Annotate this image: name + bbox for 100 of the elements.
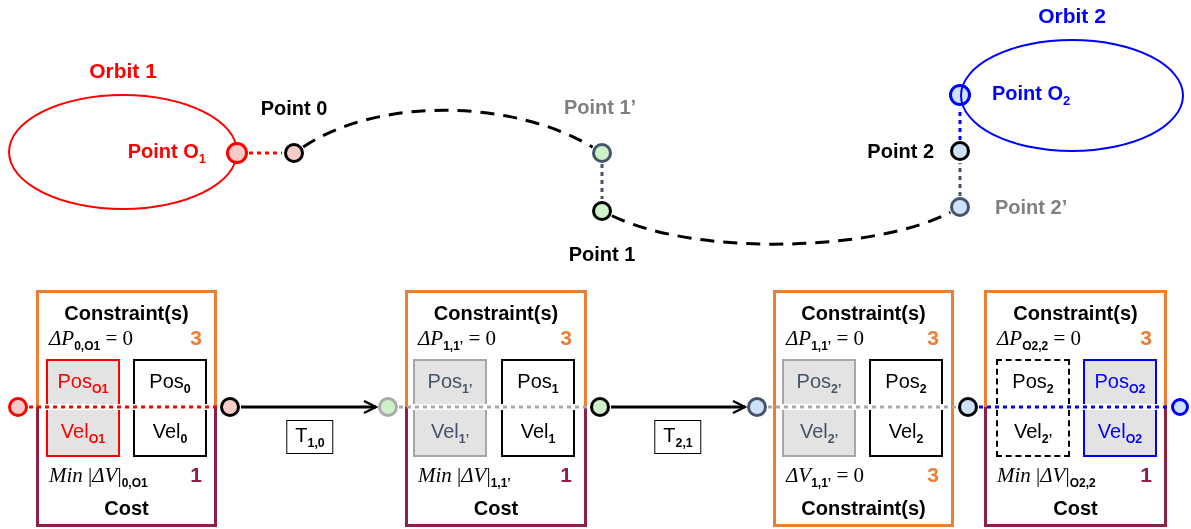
state-box bbox=[501, 410, 575, 457]
state-label: Pos$_{O2}$ bbox=[1094, 369, 1146, 396]
formula-text: Min |ΔV|$_{0,O1}$ bbox=[49, 461, 148, 492]
state-box bbox=[46, 410, 120, 457]
state-label: Vel$_{2’}$ bbox=[799, 419, 839, 446]
count-number: 3 bbox=[190, 326, 202, 350]
point-marker bbox=[8, 397, 28, 417]
constraint-panel bbox=[405, 290, 587, 407]
formula-text: ΔP$_{O2,2}$ = 0 bbox=[997, 325, 1081, 356]
count-number: 1 bbox=[1140, 462, 1152, 487]
state-label: Vel$_{1}$ bbox=[520, 419, 556, 446]
state-box bbox=[133, 359, 207, 404]
state-box bbox=[869, 359, 943, 404]
connector bbox=[611, 399, 747, 415]
state-label: Vel$_{2’}$ bbox=[1013, 419, 1053, 446]
connector bbox=[958, 163, 962, 196]
state-box bbox=[413, 410, 487, 457]
point-marker bbox=[284, 143, 304, 163]
state-box bbox=[782, 359, 856, 404]
section-heading: Constraint(s) bbox=[800, 496, 927, 520]
count-number: 1 bbox=[190, 462, 202, 487]
formula-text: ΔP$_{1,1’}$ = 0 bbox=[786, 325, 864, 356]
point-label: Point 2’ bbox=[995, 195, 1068, 219]
formula-text: ΔP$_{0,O1}$ = 0 bbox=[49, 325, 133, 356]
cost-panel bbox=[984, 407, 1167, 527]
connector bbox=[399, 405, 588, 409]
constraint-panel bbox=[984, 290, 1167, 407]
orbit-label: Orbit 2 bbox=[1038, 3, 1106, 29]
state-label: Vel$_{2}$ bbox=[888, 419, 924, 446]
point-marker bbox=[949, 84, 971, 106]
section-heading: Constraint(s) bbox=[1012, 301, 1139, 325]
formula-text: ΔP$_{1,1’}$ = 0 bbox=[418, 325, 496, 356]
state-box bbox=[782, 410, 856, 457]
state-label: Pos$_{2’}$ bbox=[796, 369, 842, 396]
state-box bbox=[46, 359, 120, 404]
connector bbox=[29, 405, 218, 409]
cost-panel bbox=[405, 407, 587, 527]
state-label: Vel$_{1’}$ bbox=[430, 419, 470, 446]
point-label: Point 2 bbox=[867, 139, 934, 163]
cost-panel bbox=[773, 407, 954, 527]
point-marker bbox=[220, 397, 240, 417]
cost-panel bbox=[36, 407, 217, 527]
count-number: 3 bbox=[1140, 326, 1152, 350]
edge-label: T$_{2,1}$ bbox=[654, 420, 702, 454]
state-box bbox=[996, 359, 1070, 404]
formula-text: Min |ΔV|$_{1,1’}$ bbox=[418, 461, 511, 492]
point-marker bbox=[958, 397, 978, 417]
state-box bbox=[1083, 359, 1157, 404]
connector bbox=[979, 405, 1169, 409]
point-label: Point 0 bbox=[260, 96, 328, 120]
connector bbox=[249, 151, 282, 155]
state-box bbox=[869, 410, 943, 457]
formula-text: Min |ΔV|$_{O2,2}$ bbox=[997, 461, 1096, 492]
connector bbox=[302, 108, 594, 149]
state-box bbox=[133, 410, 207, 457]
point-marker bbox=[950, 197, 970, 217]
count-number: 1 bbox=[560, 462, 572, 487]
point-marker bbox=[592, 201, 612, 221]
count-number: 3 bbox=[927, 326, 939, 350]
point-marker bbox=[747, 397, 767, 417]
connector bbox=[241, 399, 378, 415]
state-label: Pos$_{1’}$ bbox=[427, 369, 473, 396]
section-heading: Cost bbox=[1052, 496, 1099, 520]
section-heading: Cost bbox=[103, 496, 150, 520]
state-label: Vel$_{O1}$ bbox=[60, 419, 106, 446]
state-label: Vel$_{O2}$ bbox=[1097, 419, 1143, 446]
state-label: Vel$_{0}$ bbox=[152, 419, 188, 446]
state-label: Pos$_{O1}$ bbox=[57, 369, 109, 396]
constraint-panel bbox=[36, 290, 217, 407]
state-label: Pos$_{2}$ bbox=[885, 369, 927, 396]
point-marker bbox=[950, 141, 970, 161]
state-box bbox=[996, 410, 1070, 457]
count-number: 3 bbox=[927, 462, 939, 487]
formula-text: ΔV$_{1,1’}$ = 0 bbox=[786, 461, 864, 492]
state-label: Pos$_{2}$ bbox=[1012, 369, 1054, 396]
point-marker bbox=[590, 397, 610, 417]
edge-label: T$_{1,0}$ bbox=[286, 420, 334, 454]
point-marker bbox=[378, 397, 398, 417]
point-marker bbox=[226, 142, 248, 164]
section-heading: Constraint(s) bbox=[432, 301, 560, 325]
state-box bbox=[413, 359, 487, 404]
section-heading: Cost bbox=[472, 496, 520, 520]
state-box bbox=[501, 359, 575, 404]
point-label: Point 1 bbox=[568, 242, 636, 266]
count-number: 3 bbox=[560, 326, 572, 350]
connector bbox=[768, 405, 956, 409]
point-label: Point 1’ bbox=[563, 95, 637, 119]
state-label: Pos$_{0}$ bbox=[149, 369, 191, 396]
constraint-panel bbox=[773, 290, 954, 407]
state-label: Pos$_{1}$ bbox=[517, 369, 559, 396]
state-box bbox=[1083, 410, 1157, 457]
section-heading: Constraint(s) bbox=[63, 301, 190, 325]
orbit-label: Orbit 1 bbox=[89, 58, 157, 84]
point-marker bbox=[592, 143, 612, 163]
connector bbox=[611, 210, 951, 246]
point-label: Point O$_{1}$ bbox=[127, 140, 206, 166]
point-label: Point O$_{2}$ bbox=[992, 82, 1071, 108]
connector bbox=[600, 164, 604, 199]
section-heading: Constraint(s) bbox=[800, 301, 927, 325]
point-marker bbox=[1171, 398, 1189, 416]
